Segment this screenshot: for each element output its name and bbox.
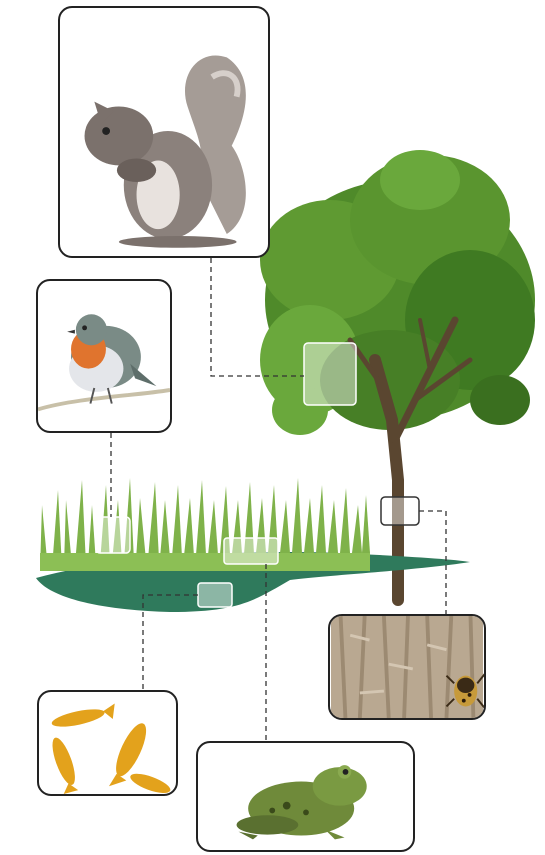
fish-icon bbox=[39, 692, 176, 794]
tree bbox=[260, 150, 535, 600]
grass bbox=[40, 478, 370, 571]
bark-beetle-card bbox=[328, 614, 486, 720]
robin-icon bbox=[38, 281, 170, 431]
tree-trunk-highlight bbox=[381, 497, 419, 525]
squirrel-card bbox=[58, 6, 270, 258]
frog-icon bbox=[198, 743, 413, 850]
robin-card bbox=[36, 279, 172, 433]
pond-underwater-highlight bbox=[198, 583, 232, 607]
tree-canopy-highlight bbox=[304, 343, 356, 405]
pond-surface-highlight bbox=[224, 538, 278, 564]
tree-foliage bbox=[260, 150, 535, 435]
squirrel-icon bbox=[60, 8, 268, 256]
fish-card bbox=[37, 690, 178, 796]
beetle-icon bbox=[330, 616, 484, 718]
frog-card bbox=[196, 741, 415, 852]
grass-highlight bbox=[96, 517, 130, 553]
